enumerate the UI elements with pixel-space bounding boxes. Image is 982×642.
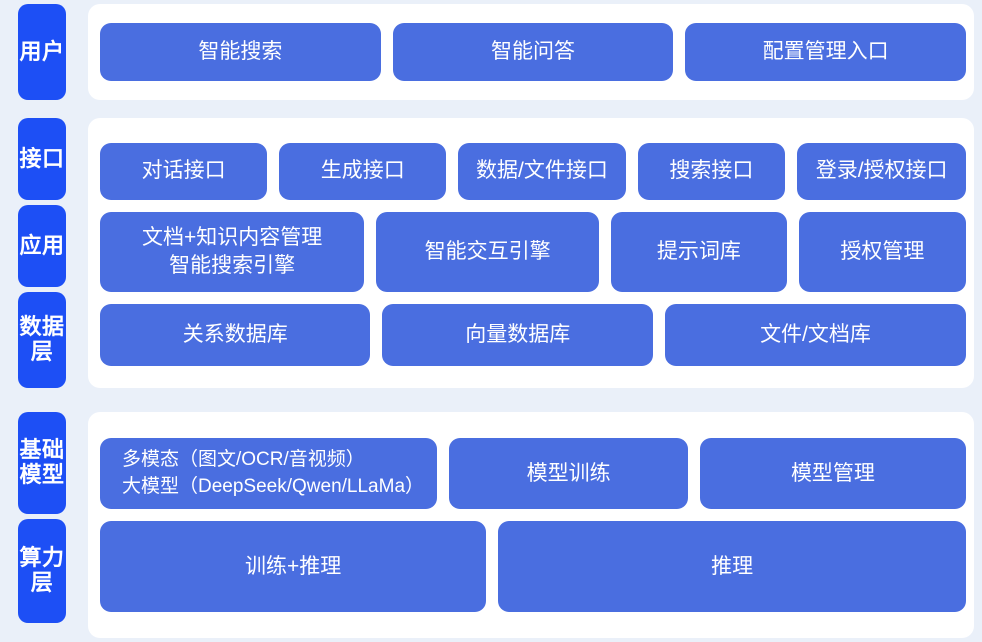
section-base: 基础模型 算力层 多模态（图文/OCR/音视频） 大模型（DeepSeek/Qw… (0, 412, 982, 638)
layer-label-user: 用户 (18, 4, 66, 100)
box-smart-qa[interactable]: 智能问答 (392, 23, 674, 81)
box-config-management-entry[interactable]: 配置管理入口 (685, 23, 967, 81)
box-file-document-store[interactable]: 文件/文档库 (664, 303, 966, 366)
box-login-auth-interface[interactable]: 登录/授权接口 (797, 142, 966, 200)
box-generation-interface[interactable]: 生成接口 (279, 142, 447, 200)
row-databases: 关系数据库 向量数据库 文件/文档库 (100, 303, 966, 366)
box-authorization-management[interactable]: 授权管理 (798, 211, 966, 292)
box-model-management[interactable]: 模型管理 (699, 438, 966, 509)
box-training-and-inference[interactable]: 训练+推理 (100, 521, 487, 612)
box-multimodal-large-model[interactable]: 多模态（图文/OCR/音视频） 大模型（DeepSeek/Qwen/LLaMa） (100, 438, 438, 509)
box-data-file-interface[interactable]: 数据/文件接口 (458, 142, 626, 200)
section-core: 接口 应用 数据层 对话接口 生成接口 数据/文件接口 搜索接口 登录/授权接口… (0, 118, 982, 388)
panel-core: 对话接口 生成接口 数据/文件接口 搜索接口 登录/授权接口 文档+知识内容管理… (88, 118, 974, 388)
box-relational-database[interactable]: 关系数据库 (100, 303, 371, 366)
layer-label-rail-core: 接口 应用 数据层 (18, 118, 66, 388)
layer-label-foundation-model: 基础模型 (18, 412, 66, 514)
layer-label-data: 数据层 (18, 292, 66, 388)
section-user: 用户 智能搜索 智能问答 配置管理入口 (0, 4, 982, 100)
box-prompt-library[interactable]: 提示词库 (611, 211, 787, 292)
layer-label-rail-user: 用户 (18, 4, 66, 100)
layer-label-rail-base: 基础模型 算力层 (18, 412, 66, 638)
panel-user: 智能搜索 智能问答 配置管理入口 (88, 4, 974, 100)
layer-label-interface: 接口 (18, 118, 66, 200)
layer-label-application: 应用 (18, 205, 66, 287)
row-applications: 文档+知识内容管理 智能搜索引擎 智能交互引擎 提示词库 授权管理 (100, 211, 966, 292)
box-dialog-interface[interactable]: 对话接口 (100, 142, 268, 200)
layer-label-compute: 算力层 (18, 519, 66, 623)
box-model-training[interactable]: 模型训练 (449, 438, 688, 509)
box-smart-search[interactable]: 智能搜索 (100, 23, 381, 81)
box-inference[interactable]: 推理 (498, 521, 966, 612)
row-models: 多模态（图文/OCR/音视频） 大模型（DeepSeek/Qwen/LLaMa）… (100, 438, 966, 509)
box-smart-interaction-engine[interactable]: 智能交互引擎 (376, 211, 600, 292)
row-compute: 训练+推理 推理 (100, 521, 966, 612)
box-vector-database[interactable]: 向量数据库 (382, 303, 653, 366)
panel-base: 多模态（图文/OCR/音视频） 大模型（DeepSeek/Qwen/LLaMa）… (88, 412, 974, 638)
box-search-interface[interactable]: 搜索接口 (637, 142, 786, 200)
row-user-entries: 智能搜索 智能问答 配置管理入口 (100, 23, 967, 81)
row-interfaces: 对话接口 生成接口 数据/文件接口 搜索接口 登录/授权接口 (100, 142, 966, 200)
box-document-knowledge-management[interactable]: 文档+知识内容管理 智能搜索引擎 (100, 211, 365, 292)
